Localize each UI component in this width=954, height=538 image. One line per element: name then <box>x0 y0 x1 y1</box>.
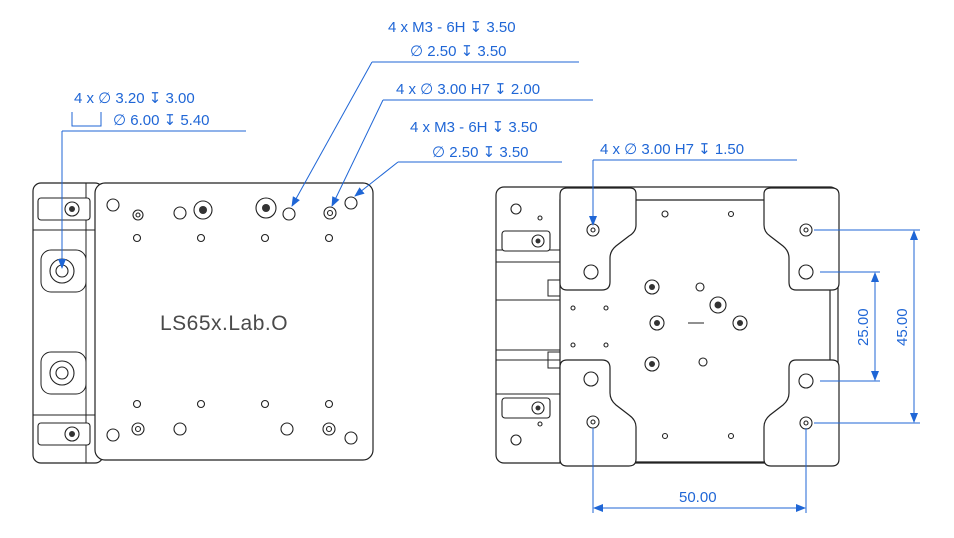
engraving-text: LS65x.Lab.O <box>160 312 288 335</box>
callout-c: 4 x ∅ 3.00 H7 ↧ 2.00 <box>331 81 593 207</box>
dim-width-label: 50.00 <box>679 489 717 506</box>
dim-width: 50.00 <box>592 428 807 513</box>
callout-a: 4 x ∅ 3.20 ↧ 3.00 ∅ 6.00 ↧ 5.40 <box>58 90 246 269</box>
left-base-body <box>32 182 104 464</box>
callout-e-line1: 4 x ∅ 3.00 H7 ↧ 1.50 <box>600 141 744 158</box>
callout-b: 4 x M3 - 6H ↧ 3.50 ∅ 2.50 ↧ 3.50 <box>291 19 579 207</box>
left-view: LS65x.Lab.O <box>32 182 374 464</box>
right-view <box>495 186 840 467</box>
callout-a-line1: 4 x ∅ 3.20 ↧ 3.00 <box>74 90 195 107</box>
left-top-plate <box>94 182 374 461</box>
callout-b-line2: ∅ 2.50 ↧ 3.50 <box>410 43 507 60</box>
callout-e: 4 x ∅ 3.00 H7 ↧ 1.50 <box>589 141 797 226</box>
callout-d: 4 x M3 - 6H ↧ 3.50 ∅ 2.50 ↧ 3.50 <box>354 119 562 197</box>
callout-b-line1: 4 x M3 - 6H ↧ 3.50 <box>388 19 516 36</box>
pad-top-left <box>559 187 637 291</box>
pad-bottom-right <box>763 359 840 467</box>
pad-top-right <box>763 187 840 291</box>
callout-d-line1: 4 x M3 - 6H ↧ 3.50 <box>410 119 538 136</box>
callout-c-line1: 4 x ∅ 3.00 H7 ↧ 2.00 <box>396 81 540 98</box>
dim-height-inner: 25.00 <box>820 271 880 382</box>
callout-d-line2: ∅ 2.50 ↧ 3.50 <box>432 144 529 161</box>
callout-a-line2: ∅ 6.00 ↧ 5.40 <box>113 112 210 129</box>
dim-height-inner-label: 25.00 <box>855 308 872 346</box>
dim-height-outer: 45.00 <box>814 229 920 424</box>
pad-bottom-left <box>559 359 637 467</box>
dim-height-outer-label: 45.00 <box>894 308 911 346</box>
